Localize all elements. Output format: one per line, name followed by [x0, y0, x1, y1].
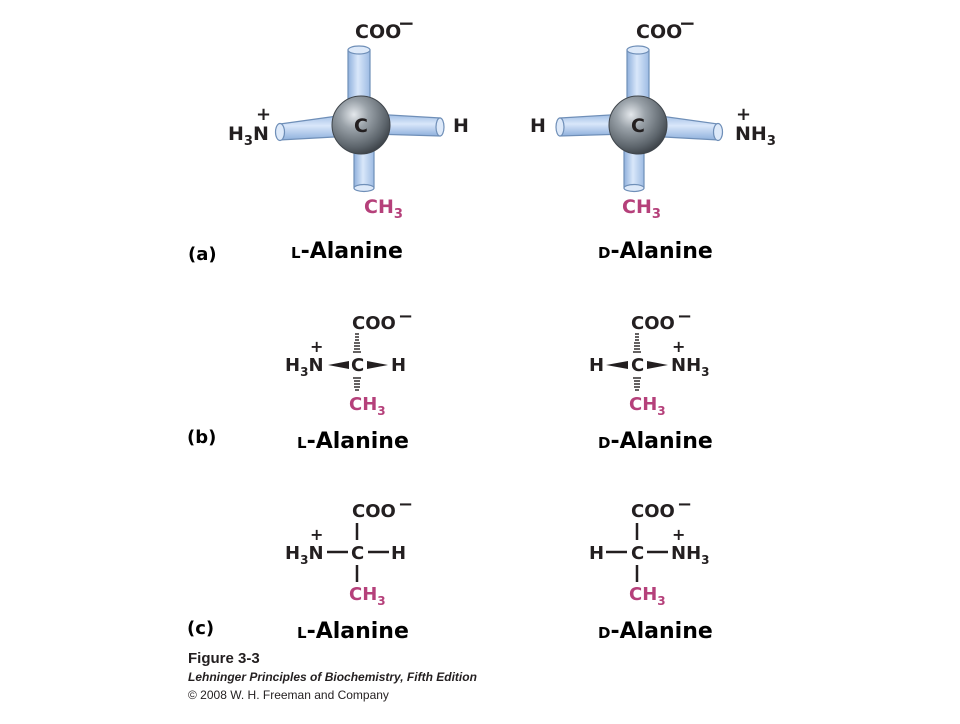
caption-book-title: Lehninger Principles of Biochemistry, Fi…: [188, 670, 477, 684]
figure-caption: Figure 3-3 Lehninger Principles of Bioch…: [188, 650, 608, 704]
carbon-label: C: [351, 543, 364, 564]
minus-sign: −: [398, 494, 413, 515]
panel-label-b: (b): [187, 427, 216, 448]
name-l-alanine-b: L-Alanine: [297, 429, 409, 454]
amino-group-label: H3N: [228, 123, 269, 149]
hydrogen-label: H: [453, 115, 469, 137]
carbon-sphere: [608, 95, 668, 155]
carbon-label: C: [631, 355, 644, 376]
amino-group-label: H3N: [285, 543, 324, 567]
minus-sign: −: [398, 306, 413, 327]
carboxylate-label: COO: [631, 313, 675, 334]
fischer-d-alanine: COO − H C + NH3 CH3: [589, 494, 710, 608]
hydrogen-label: H: [589, 355, 604, 376]
fischer-l-alanine: COO − + H3N C H CH3: [285, 494, 413, 608]
wedge-bond-left: [328, 361, 349, 369]
carboxylate-label: COO: [631, 501, 675, 522]
perspective-l-alanine: COO − + H3N C H CH3: [285, 306, 413, 418]
model-d-alanine: C COO − H + NH3 CH3: [530, 11, 776, 222]
carbon-sphere: [331, 95, 391, 155]
carboxylate-label: COO: [352, 501, 396, 522]
plus-sign: +: [310, 525, 323, 544]
carbon-label: C: [631, 115, 645, 137]
model-l-alanine: C COO − + H3N H CH3: [228, 11, 469, 222]
hashed-bond-bottom: [353, 377, 361, 391]
wedge-bond-left: [606, 361, 628, 369]
plus-sign: +: [672, 337, 685, 356]
name-d-alanine-b: D-Alanine: [598, 429, 713, 454]
hydrogen-label: H: [530, 115, 546, 137]
panel-label-a: (a): [188, 244, 217, 265]
name-d-alanine-c: D-Alanine: [598, 619, 713, 644]
hashed-bond-bottom: [633, 377, 641, 391]
amino-group-label: NH3: [671, 355, 710, 379]
minus-sign: −: [398, 11, 415, 35]
methyl-label: CH3: [622, 196, 661, 222]
panel-label-c: (c): [187, 618, 214, 639]
hashed-bond-top: [633, 333, 641, 353]
methyl-label: CH3: [629, 584, 666, 608]
hydrogen-label: H: [391, 543, 406, 564]
carbon-label: C: [631, 543, 644, 564]
carboxylate-label: COO: [355, 21, 401, 43]
carbon-label: C: [351, 355, 364, 376]
methyl-label: CH3: [364, 196, 403, 222]
wedge-bond-right: [367, 361, 388, 369]
amino-group-label: NH3: [671, 543, 710, 567]
plus-sign: +: [672, 525, 685, 544]
carboxylate-label: COO: [636, 21, 682, 43]
minus-sign: −: [677, 306, 692, 327]
plus-sign: +: [736, 104, 751, 125]
amino-group-label: H3N: [285, 355, 324, 379]
name-l-alanine-a: L-Alanine: [291, 239, 403, 264]
hashed-bond-top: [353, 333, 361, 353]
amino-group-label: NH3: [735, 123, 776, 149]
methyl-label: CH3: [349, 584, 386, 608]
carboxylate-label: COO: [352, 313, 396, 334]
caption-figure-number: Figure 3-3: [188, 650, 260, 667]
hydrogen-label: H: [391, 355, 406, 376]
plus-sign: +: [256, 104, 271, 125]
wedge-bond-right: [647, 361, 668, 369]
caption-copyright: © 2008 W. H. Freeman and Company: [188, 688, 389, 702]
minus-sign: −: [677, 494, 692, 515]
hydrogen-label: H: [589, 543, 604, 564]
perspective-d-alanine: COO − H C + NH3 CH3: [589, 306, 710, 418]
name-d-alanine-a: D-Alanine: [598, 239, 713, 264]
carbon-label: C: [354, 115, 368, 137]
name-l-alanine-c: L-Alanine: [297, 619, 409, 644]
methyl-label: CH3: [629, 394, 666, 418]
methyl-label: CH3: [349, 394, 386, 418]
minus-sign: −: [679, 11, 696, 35]
plus-sign: +: [310, 337, 323, 356]
